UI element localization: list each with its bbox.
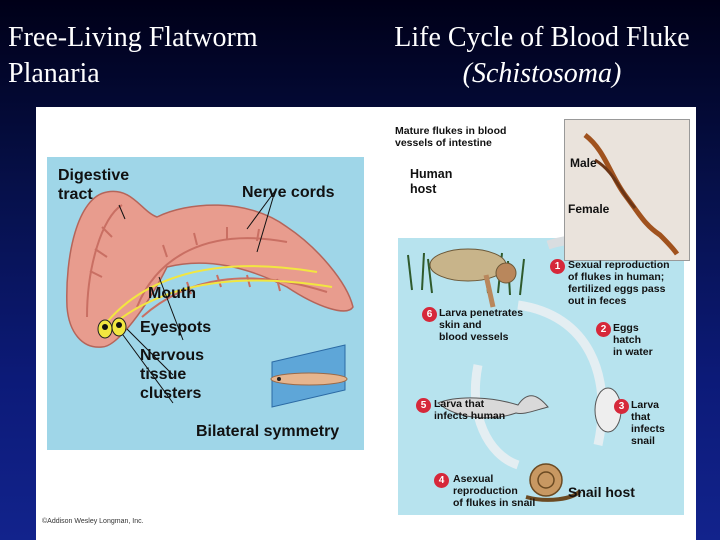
planaria-illustration: [47, 157, 364, 450]
step-6-label: Larva penetrates skin and blood vessels: [439, 307, 523, 343]
label-nervous-line1: Nervous: [140, 347, 205, 364]
step-6-line2: skin and: [439, 319, 482, 331]
step-4-label: Asexual reproduction of flukes in snail: [453, 473, 535, 509]
snail: [525, 463, 582, 502]
step-1-line2: of flukes in human;: [568, 271, 665, 283]
step-1-line3: fertilized eggs pass: [568, 283, 666, 295]
step-2-label: Eggs hatch in water: [613, 322, 653, 358]
label-human-host: Human host: [410, 167, 452, 197]
label-human-line1: Human: [410, 167, 453, 181]
step-4-line2: reproduction: [453, 485, 518, 497]
label-eyespots: Eyespots: [140, 319, 212, 336]
label-nervous-tissue: Nervous tissue clusters: [140, 346, 204, 403]
step-3-label: Larva that infects snail: [631, 399, 665, 447]
step-2-line3: in water: [613, 346, 653, 358]
label-male: Male: [570, 156, 597, 170]
step-2-badge: 2: [596, 322, 611, 337]
step-4-line3: of flukes in snail: [453, 497, 536, 509]
step-1-label: Sexual reproduction of flukes in human; …: [568, 259, 670, 307]
step-3-line4: snail: [631, 435, 655, 447]
label-nerve-cords: Nerve cords: [242, 184, 335, 201]
planaria-title-line1: Free-Living Flatworm: [8, 22, 258, 53]
step-6-line3: blood vessels: [439, 331, 509, 343]
step-1-badge: 1: [550, 259, 565, 274]
step-4-badge: 4: [434, 473, 449, 488]
planaria-title-line2: Planaria: [8, 58, 100, 89]
fluke-title: Life Cycle of Blood Fluke (Schistosoma): [362, 20, 720, 92]
step-1-line4: out in feces: [568, 295, 627, 307]
label-digestive-line2: tract: [58, 186, 93, 203]
fluke-photo: [564, 119, 690, 261]
label-nervous-line3: clusters: [140, 385, 202, 402]
eyespot-left: [102, 324, 108, 330]
cercaria-larva: [437, 395, 549, 419]
label-human-line2: host: [410, 182, 437, 196]
fluke-title-line1: Life Cycle of Blood Fluke: [394, 22, 690, 53]
copyright-text: ©Addison Wesley Longman, Inc.: [42, 518, 144, 525]
step-1-line1: Sexual reproduction: [568, 259, 670, 271]
eyespot-right: [116, 322, 122, 328]
label-digestive-line1: Digestive: [58, 167, 130, 184]
label-female: Female: [568, 202, 610, 216]
fluke-title-line2: (Schistosoma): [462, 58, 622, 89]
step-5-line2: infects human: [434, 410, 506, 422]
planaria-title: Free-Living Flatworm Planaria: [8, 20, 258, 92]
label-mouth: Mouth: [148, 285, 196, 302]
figure-panel: Digestive tract Nerve cords Mouth Eyespo…: [36, 107, 696, 540]
step-2-line2: hatch: [613, 334, 642, 346]
step-6-badge: 6: [422, 307, 437, 322]
label-bilateral-symmetry: Bilateral symmetry: [196, 423, 340, 440]
nerve-cords: [106, 265, 333, 328]
label-mature-line2: vessels of intestine: [395, 137, 492, 149]
symmetry-inset: [270, 344, 348, 408]
fluke-worms: [583, 133, 680, 256]
step-4-line1: Asexual: [453, 473, 494, 485]
label-mature-line1: Mature flukes in blood: [395, 125, 507, 137]
human-host: [429, 248, 517, 308]
step-3-line3: infects: [631, 423, 665, 435]
step-5-label: Larva that infects human: [434, 398, 505, 422]
step-5-badge: 5: [416, 398, 431, 413]
label-digestive-tract: Digestive tract: [58, 166, 129, 204]
label-mature-flukes: Mature flukes in blood vessels of intest…: [395, 125, 506, 149]
step-3-badge: 3: [614, 399, 629, 414]
label-nervous-line2: tissue: [140, 366, 187, 383]
fluke-illustration: [398, 235, 684, 515]
step-2-line1: Eggs: [613, 322, 639, 334]
step-5-line1: Larva that: [434, 398, 485, 410]
step-6-line1: Larva penetrates: [439, 307, 524, 319]
label-snail-host: Snail host: [568, 484, 635, 500]
step-3-line2: that: [631, 411, 651, 423]
planaria-leader-lines: [118, 190, 276, 404]
step-3-line1: Larva: [631, 399, 660, 411]
